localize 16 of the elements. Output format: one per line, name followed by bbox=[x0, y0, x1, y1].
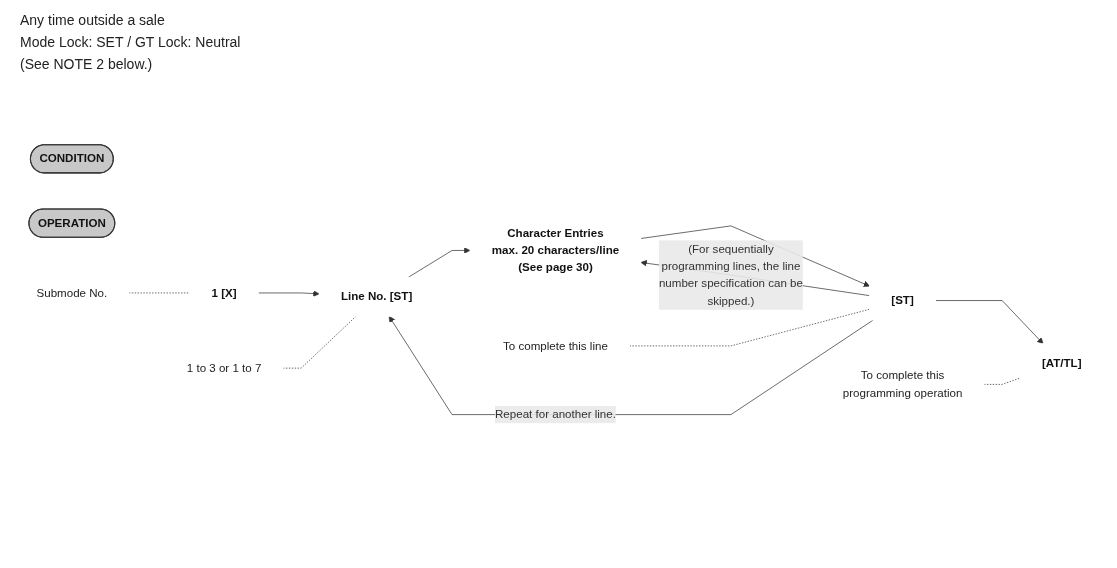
note-text: Mode Lock: SET / GT Lock: Neutral bbox=[20, 34, 241, 50]
connector bbox=[282, 315, 356, 369]
node-text: [AT/TL] bbox=[1041, 356, 1082, 370]
node-text: 1 [X] bbox=[211, 286, 237, 299]
connector bbox=[983, 377, 1021, 385]
note-text: (See NOTE 2 below.) bbox=[20, 56, 154, 72]
node-text: To complete this programming operation bbox=[842, 369, 962, 399]
note-text: Any time outside a sale bbox=[20, 12, 166, 28]
node-text: 1 to 3 or 1 to 7 bbox=[186, 361, 261, 374]
node-text: [ST] bbox=[890, 294, 914, 307]
node-text: Submode No. bbox=[35, 286, 107, 299]
node-text: Character Entries max. 20 characters/line (See page 30) bbox=[491, 226, 619, 274]
node-text: To complete this line bbox=[502, 339, 608, 352]
edge-label: Repeat for another line. bbox=[494, 408, 616, 421]
node-text: Line No. [ST] bbox=[340, 290, 412, 303]
edge-label: (For sequentially programming lines, the line number specification can be skipped.) bbox=[658, 242, 803, 307]
